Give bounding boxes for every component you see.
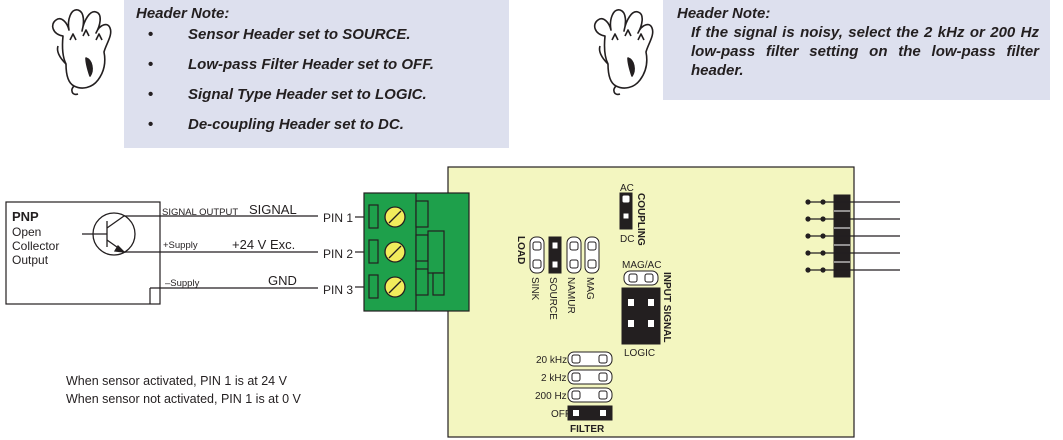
logic-label: LOGIC (624, 348, 655, 359)
filter-20khz-label: 20 kHz (536, 355, 567, 366)
sensor-desc-line-3: Output (12, 253, 49, 267)
sensor-box (5, 201, 161, 305)
filter-header (567, 351, 613, 421)
terminal-screws (384, 206, 406, 298)
filter-off-label: OFF (551, 409, 571, 420)
gnd-wire-label: GND (268, 273, 297, 288)
header-note-1: Header Note: Sensor Header set to SOURCE… (124, 0, 509, 148)
source-label: SOURCE (547, 277, 558, 320)
header-note-2-title: Header Note: (677, 5, 771, 22)
output-connector (805, 194, 900, 278)
hand-note-icon-2 (593, 9, 654, 96)
filter-2khz-label: 2 kHz (541, 373, 567, 384)
sensor-desc-line-2: Collector (12, 239, 59, 253)
dc-label: DC (620, 234, 634, 245)
namur-label: NAMUR (565, 277, 576, 314)
filter-200hz-label: 200 Hz (535, 391, 567, 402)
coupling-label: COUPLING (635, 193, 646, 246)
signal-wires (149, 215, 318, 304)
note-item-sensor: Sensor Header set to SOURCE. (148, 20, 434, 50)
sensor-desc-line-1: Open (12, 225, 41, 239)
transistor-symbol (82, 212, 160, 256)
header-note-1-title: Header Note: (136, 5, 230, 22)
input-signal-header (621, 270, 661, 345)
note-item-filter: Low-pass Filter Header set to OFF. (148, 50, 434, 80)
mag-label: MAG (584, 277, 595, 300)
ac-label: AC (620, 183, 634, 194)
caption-activated: When sensor activated, PIN 1 is at 24 V (66, 374, 287, 388)
filter-label: FILTER (570, 424, 605, 435)
pin-1-label: PIN 1 (323, 211, 353, 225)
pin-3-label: PIN 3 (323, 283, 353, 297)
pin-leads (355, 216, 364, 288)
sink-label: SINK (529, 277, 540, 301)
sensor-type-label: PNP (12, 209, 39, 224)
exc-wire-label: +24 V Exc. (232, 237, 295, 252)
note-item-signal-type: Signal Type Header set to LOGIC. (148, 80, 434, 110)
header-note-2-text: If the signal is noisy, select the 2 kHz… (691, 24, 1039, 79)
hand-note-icon (51, 9, 112, 96)
terminal-block (363, 192, 470, 312)
supply-pos-label: +Supply (163, 240, 198, 251)
note-item-decoupling: De-coupling Header set to DC. (148, 110, 434, 140)
load-label: LOAD (515, 236, 526, 264)
signal-wire-label: SIGNAL (249, 202, 297, 217)
supply-neg-label: –Supply (165, 278, 200, 289)
magac-label: MAG/AC (622, 260, 661, 271)
coupling-header (619, 192, 633, 230)
signal-output-label: SIGNAL OUTPUT (162, 207, 238, 218)
header-note-1-list: Sensor Header set to SOURCE. Low-pass Fi… (148, 20, 434, 140)
load-header (529, 236, 600, 274)
pin-2-label: PIN 2 (323, 247, 353, 261)
input-signal-label: INPUT SIGNAL (661, 272, 672, 343)
header-note-2: Header Note: If the signal is noisy, sel… (663, 0, 1050, 100)
caption-not-activated: When sensor not activated, PIN 1 is at 0… (66, 392, 301, 406)
